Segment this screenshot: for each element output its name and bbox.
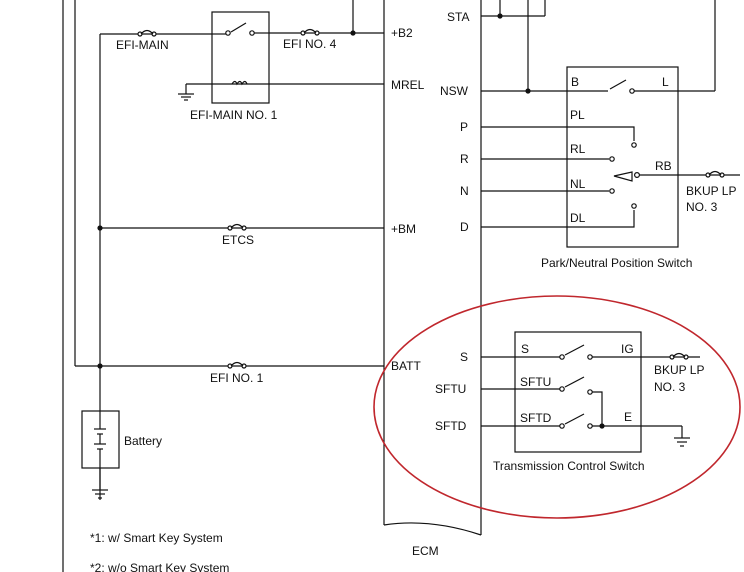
pnp-label-rl: RL	[570, 142, 586, 156]
relay-contact-left	[225, 30, 231, 36]
pnp-nl-contact	[609, 188, 615, 194]
terminal-sftd: SFTD	[435, 419, 467, 433]
label-efi-no4: EFI NO. 4	[283, 37, 337, 51]
fuse-bkup-lp-tc	[669, 352, 689, 360]
tc-sftu-contact-right	[587, 389, 593, 395]
fuse-efi-no1	[227, 361, 247, 369]
label-efi-no1: EFI NO. 1	[210, 371, 264, 385]
highlight-oval	[373, 295, 741, 519]
terminal-p: P	[460, 120, 468, 134]
label-efi-main: EFI-MAIN	[116, 38, 169, 52]
relay-coil-icon	[231, 80, 248, 86]
fuse-efi-no4	[300, 28, 320, 36]
terminal-b2: +B2	[391, 26, 413, 40]
pnp-switch-box	[566, 66, 679, 248]
tc-sftu-link	[592, 391, 603, 426]
pnp-contact-b-right	[629, 88, 635, 94]
tc-label-ig: IG	[621, 342, 634, 356]
fuse-efi-main	[137, 29, 157, 37]
tc-label-sftd: SFTD	[520, 411, 552, 425]
terminal-n: N	[460, 184, 469, 198]
pnp-contact-b-arm	[609, 79, 627, 90]
ecm-break-curve	[383, 522, 482, 536]
relay-contact-right	[249, 30, 255, 36]
note-no-smart-key: *2: w/o Smart Key System	[90, 561, 229, 572]
terminal-s: S	[460, 350, 468, 364]
ground-icon-battery	[92, 489, 108, 499]
tc-fuse-label-2: NO. 3	[654, 380, 686, 394]
pnp-pl-line	[567, 126, 635, 141]
fuse-etcs	[227, 223, 247, 231]
terminal-batt: BATT	[391, 359, 421, 373]
tc-label-s: S	[521, 342, 529, 356]
tc-sftu-contact-left	[559, 386, 565, 392]
tc-switch-title: Transmission Control Switch	[493, 459, 645, 473]
ground-icon-relay	[178, 93, 194, 101]
tc-switch-box	[514, 331, 642, 453]
pnp-rl-contact	[609, 156, 615, 162]
junction-e	[599, 423, 605, 429]
pnp-label-l: L	[662, 75, 669, 89]
pnp-label-rb: RB	[655, 159, 672, 173]
pnp-label-pl: PL	[570, 108, 585, 122]
pnp-label-dl: DL	[570, 211, 586, 225]
pnp-dl-line	[567, 210, 635, 228]
relay-contact-arm	[230, 22, 247, 33]
label-efi-main-no1: EFI-MAIN NO. 1	[190, 108, 278, 122]
tc-sftd-arm	[564, 413, 585, 425]
note-smart-key: *1: w/ Smart Key System	[90, 531, 223, 545]
pnp-pl-contact	[631, 142, 637, 148]
terminal-nsw: NSW	[440, 84, 469, 98]
ground-icon-tc	[674, 437, 690, 447]
terminal-sftu: SFTU	[435, 382, 466, 396]
terminal-sta: STA	[447, 10, 469, 24]
terminal-bm: +BM	[391, 222, 416, 236]
label-etcs: ETCS	[222, 233, 254, 247]
pnp-fuse-label-1: BKUP LP	[686, 184, 736, 198]
tc-sftd-contact-left	[559, 423, 565, 429]
pnp-fuse-label-2: NO. 3	[686, 200, 718, 214]
battery-icon	[94, 411, 106, 468]
pnp-switch-title: Park/Neutral Position Switch	[541, 256, 692, 270]
terminal-d: D	[460, 220, 469, 234]
tc-sftd-contact-right	[587, 423, 593, 429]
label-battery: Battery	[124, 434, 162, 448]
tc-fuse-label-1: BKUP LP	[654, 363, 704, 377]
tc-s-contact-left	[559, 354, 565, 360]
tc-s-contact-right	[587, 354, 593, 360]
label-ecm: ECM	[412, 544, 439, 558]
terminal-r: R	[460, 152, 469, 166]
pnp-label-nl: NL	[570, 177, 586, 191]
pnp-wiper-pivot	[633, 172, 640, 179]
tc-label-sftu: SFTU	[520, 375, 551, 389]
tc-s-arm	[564, 344, 585, 356]
junction-batt	[97, 363, 103, 369]
fuse-bkup-lp-pnp	[705, 170, 725, 178]
tc-sftu-arm	[564, 376, 585, 388]
terminal-mrel: MREL	[391, 78, 425, 92]
tc-label-e: E	[624, 410, 632, 424]
pnp-dl-contact	[631, 203, 637, 209]
relay-efi-main-no1	[211, 11, 270, 104]
pnp-wiper-arm	[613, 171, 633, 182]
pnp-label-b: B	[571, 75, 579, 89]
